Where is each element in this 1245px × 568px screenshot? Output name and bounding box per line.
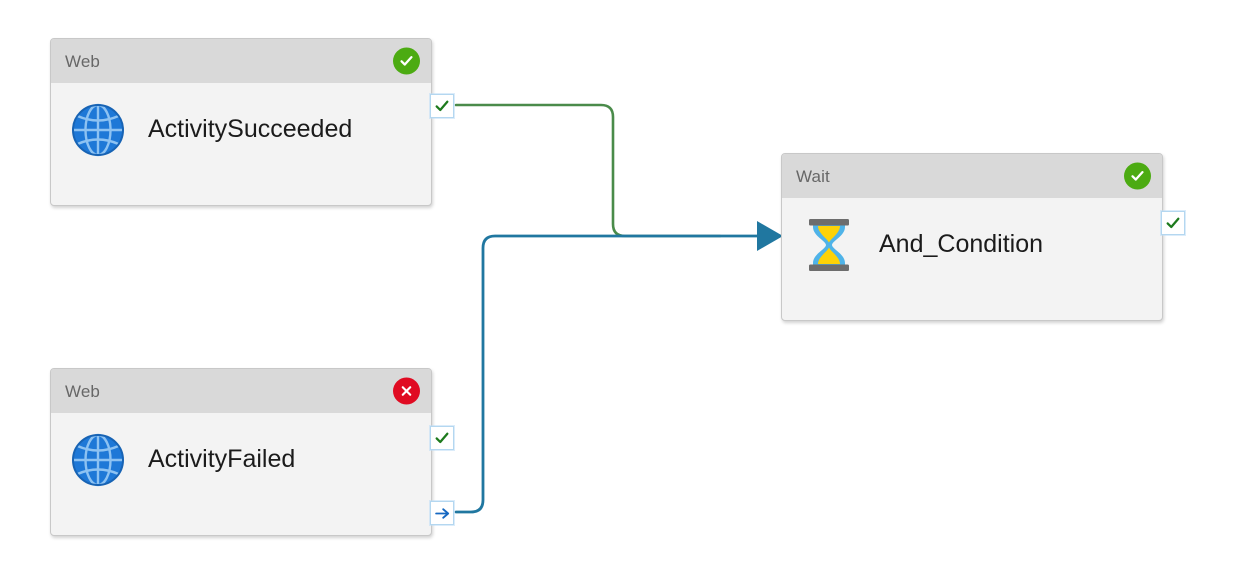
node-header: Wait [782, 154, 1162, 198]
node-body: ActivityFailed [51, 413, 431, 506]
node-label: And_Condition [879, 229, 1044, 258]
error-circle-icon [393, 377, 420, 405]
activity-node-activity-failed[interactable]: Web [50, 368, 454, 536]
node-label: ActivitySucceeded [148, 114, 353, 143]
connector-arrowhead-icon [757, 221, 783, 251]
hourglass-icon [800, 216, 858, 274]
node-type-label: Web [65, 51, 100, 71]
output-port-success[interactable] [1161, 211, 1185, 235]
activity-node-and-condition[interactable]: Wait And [781, 153, 1185, 321]
connector-failed-to-wait [454, 234, 759, 514]
node-body: ActivitySucceeded [51, 83, 431, 176]
globe-icon [69, 101, 127, 159]
node-type-label: Web [65, 381, 100, 401]
node-header: Web [51, 39, 431, 83]
connector-succeeded-to-wait [454, 103, 722, 238]
node-header: Web [51, 369, 431, 413]
check-circle-icon [1124, 162, 1151, 190]
output-port-completion[interactable] [430, 501, 454, 525]
globe-icon [69, 431, 127, 489]
output-port-success[interactable] [430, 94, 454, 118]
node-body: And_Condition [782, 198, 1162, 291]
check-circle-icon [393, 47, 420, 75]
activity-node-activity-succeeded[interactable]: Web [50, 38, 454, 206]
node-label: ActivityFailed [148, 444, 296, 473]
node-type-label: Wait [796, 166, 830, 186]
output-port-success[interactable] [430, 426, 454, 450]
